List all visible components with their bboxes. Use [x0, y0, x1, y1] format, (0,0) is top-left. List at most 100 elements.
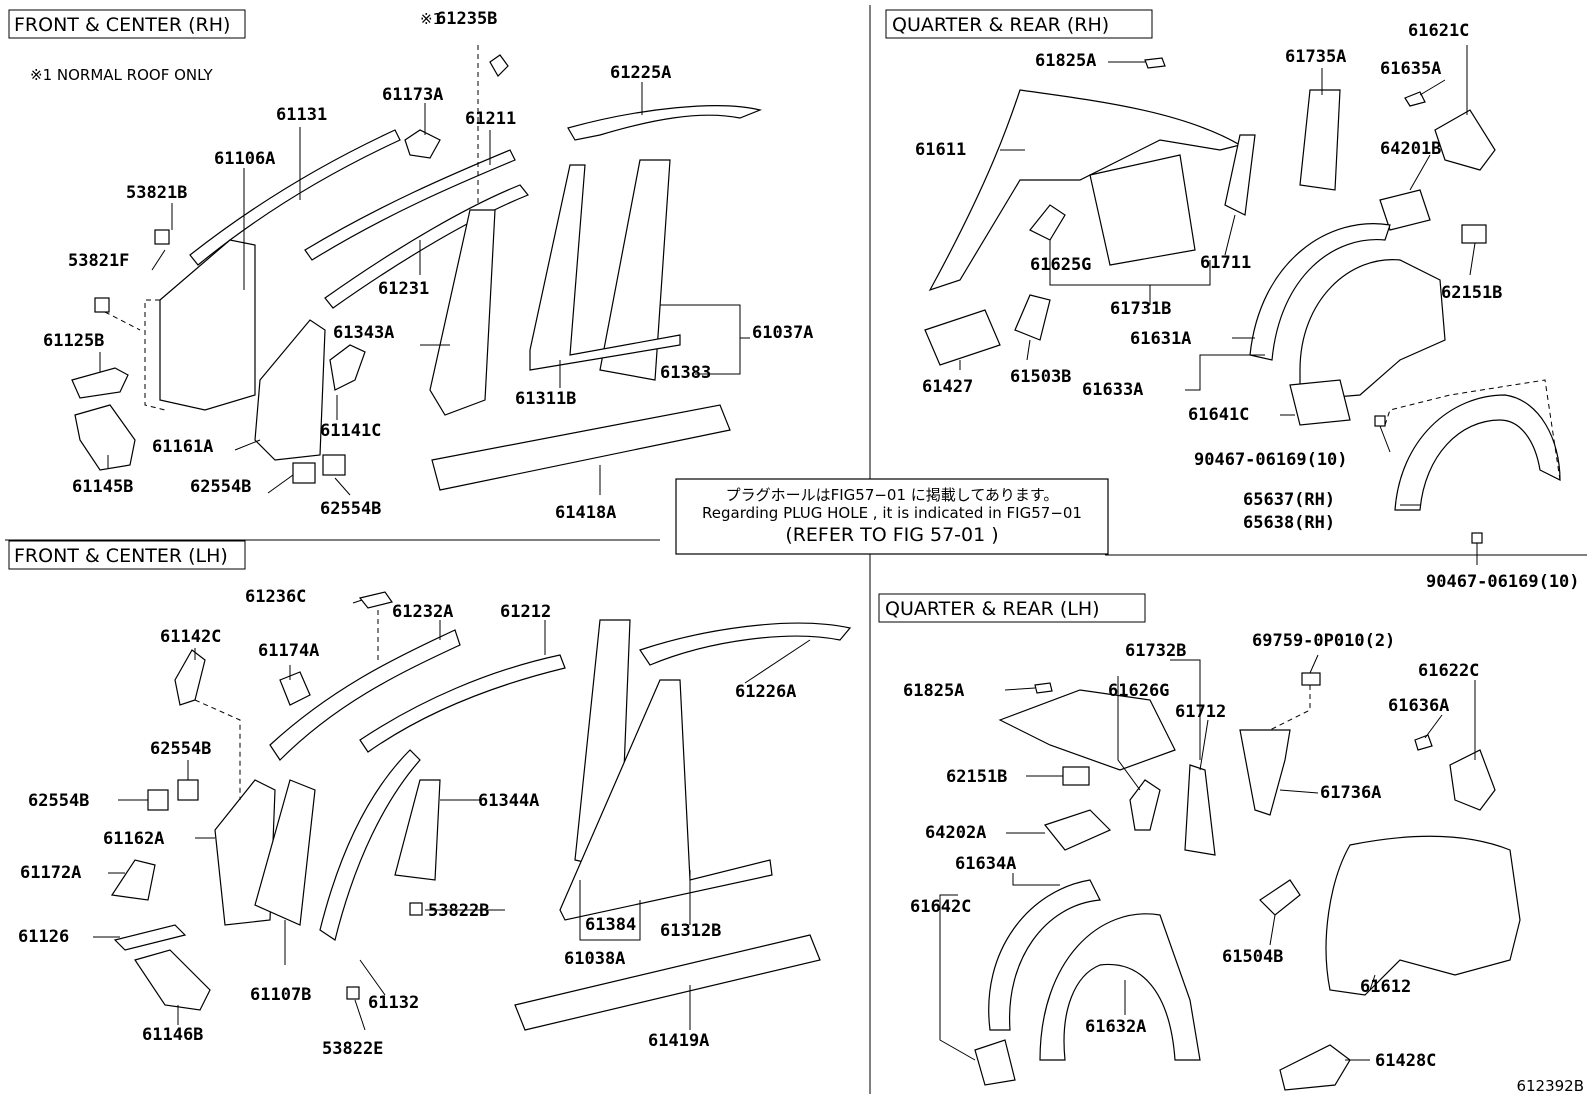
label-61384[interactable]: 61384 — [585, 915, 636, 935]
part-62554B-shape — [292, 462, 316, 484]
label-53822E[interactable]: 53822E — [322, 1039, 383, 1059]
label-65637[interactable]: 65637(RH) — [1243, 490, 1335, 510]
label-61418A[interactable]: 61418A — [555, 503, 616, 523]
label-61633A[interactable]: 61633A — [1082, 380, 1143, 400]
rh-front-parts — [71, 54, 762, 491]
part-53822B-shape — [409, 902, 423, 916]
part-61504B-shape — [1259, 879, 1301, 916]
label-61825A[interactable]: 61825A — [903, 681, 964, 701]
label-61226A[interactable]: 61226A — [735, 682, 796, 702]
label-61731B[interactable]: 61731B — [1110, 299, 1171, 319]
label-53822B[interactable]: 53822B — [428, 901, 489, 921]
part-61146B-shape — [134, 949, 211, 1011]
label-61161A[interactable]: 61161A — [152, 437, 213, 457]
label-61735A[interactable]: 61735A — [1285, 47, 1346, 67]
label-61428C[interactable]: 61428C — [1375, 1051, 1436, 1071]
label-61419A[interactable]: 61419A — [648, 1031, 709, 1051]
label-61427[interactable]: 61427 — [922, 377, 973, 397]
label-61711[interactable]: 61711 — [1200, 253, 1251, 273]
label-61611[interactable]: 61611 — [915, 140, 966, 160]
label-61173A[interactable]: 61173A — [382, 85, 443, 105]
label-61312B[interactable]: 61312B — [660, 921, 721, 941]
label-61625G[interactable]: 61625G — [1030, 255, 1091, 275]
label-61211[interactable]: 61211 — [465, 109, 516, 129]
part-62554B-shape — [322, 454, 346, 476]
part-61711-shape — [1224, 134, 1256, 216]
label-61131[interactable]: 61131 — [276, 105, 327, 125]
section-quarter-rear-rh: QUARTER & REAR (RH) — [885, 9, 1153, 39]
section-quarter-rear-lh: QUARTER & REAR (LH) — [878, 593, 1146, 623]
section-title: QUARTER & REAR (RH) — [892, 14, 1109, 36]
label-61383[interactable]: 61383 — [660, 363, 711, 383]
label-62554B[interactable]: 62554B — [320, 499, 381, 519]
section-front-center-rh: FRONT & CENTER (RH) — [8, 9, 246, 39]
label-61145B[interactable]: 61145B — [72, 477, 133, 497]
label-61142C[interactable]: 61142C — [160, 627, 221, 647]
label-61732B[interactable]: 61732B — [1125, 641, 1186, 661]
label-61126[interactable]: 61126 — [18, 927, 69, 947]
part-61621C-shape — [1434, 109, 1496, 171]
part-61174A-shape — [279, 671, 311, 706]
label-61146B[interactable]: 61146B — [142, 1025, 203, 1045]
label-61132[interactable]: 61132 — [368, 993, 419, 1013]
label-61212[interactable]: 61212 — [500, 602, 551, 622]
label-61641C[interactable]: 61641C — [1188, 405, 1249, 425]
part-53822E-shape — [346, 986, 360, 1000]
label-61232A[interactable]: 61232A — [392, 602, 453, 622]
part-61641C-shape — [1289, 379, 1351, 426]
label-61225A[interactable]: 61225A — [610, 63, 671, 83]
label-61642C[interactable]: 61642C — [910, 897, 971, 917]
label-61125B[interactable]: 61125B — [43, 331, 104, 351]
label-61311B[interactable]: 61311B — [515, 389, 576, 409]
label-61141C[interactable]: 61141C — [320, 421, 381, 441]
label-61635A[interactable]: 61635A — [1380, 59, 1441, 79]
label-61631A[interactable]: 61631A — [1130, 329, 1191, 349]
label-62151B[interactable]: 62151B — [946, 767, 1007, 787]
label-61712[interactable]: 61712 — [1175, 702, 1226, 722]
label-62554B[interactable]: 62554B — [190, 477, 251, 497]
label-61174A[interactable]: 61174A — [258, 641, 319, 661]
label-65638[interactable]: 65638(RH) — [1243, 513, 1335, 533]
label-53821F[interactable]: 53821F — [68, 251, 129, 271]
label-61621C[interactable]: 61621C — [1408, 21, 1469, 41]
part-61312B-shape — [559, 679, 773, 921]
label-64202A[interactable]: 64202A — [925, 823, 986, 843]
label-61162A[interactable]: 61162A — [103, 829, 164, 849]
label-61504B[interactable]: 61504B — [1222, 947, 1283, 967]
label-61736A[interactable]: 61736A — [1320, 783, 1381, 803]
label-61106A[interactable]: 61106A — [214, 149, 275, 169]
part-61634A-shape — [988, 879, 1101, 1031]
label-69759-0P010[interactable]: 69759-0P010(2) — [1252, 631, 1395, 651]
label-61626G[interactable]: 61626G — [1108, 681, 1169, 701]
label-61343A[interactable]: 61343A — [333, 323, 394, 343]
label-61622C[interactable]: 61622C — [1418, 661, 1479, 681]
label-61612[interactable]: 61612 — [1360, 977, 1411, 997]
label-61236C[interactable]: 61236C — [245, 587, 306, 607]
label-61107B[interactable]: 61107B — [250, 985, 311, 1005]
lh-quarter-parts — [974, 672, 1521, 1091]
label-61344A[interactable]: 61344A — [478, 791, 539, 811]
label-90467-06169[interactable]: 90467-06169(10) — [1194, 450, 1348, 470]
leader-lines — [93, 45, 1561, 1061]
section-title: FRONT & CENTER (LH) — [14, 545, 228, 567]
label-64201B[interactable]: 64201B — [1380, 139, 1441, 159]
label-61235B[interactable]: 61235B — [436, 9, 497, 29]
label-61231[interactable]: 61231 — [378, 279, 429, 299]
part-61235B-shape — [489, 54, 509, 77]
label-90467-06169[interactable]: 90467-06169(10) — [1426, 572, 1580, 592]
label-61503B[interactable]: 61503B — [1010, 367, 1071, 387]
label-61038A[interactable]: 61038A — [564, 949, 625, 969]
label-61636A[interactable]: 61636A — [1388, 696, 1449, 716]
label-61037A[interactable]: 61037A — [752, 323, 813, 343]
label-62554B[interactable]: 62554B — [28, 791, 89, 811]
label-62151B[interactable]: 62151B — [1441, 283, 1502, 303]
label-53821B[interactable]: 53821B — [126, 183, 187, 203]
label-61632A[interactable]: 61632A — [1085, 1017, 1146, 1037]
label-61634A[interactable]: 61634A — [955, 854, 1016, 874]
part-61631A-shape — [1249, 223, 1391, 361]
label-62554B[interactable]: 62554B — [150, 739, 211, 759]
label-61172A[interactable]: 61172A — [20, 863, 81, 883]
part-61622C-shape — [1449, 749, 1496, 811]
label-61825A[interactable]: 61825A — [1035, 51, 1096, 71]
part-61125B-shape — [71, 367, 129, 399]
